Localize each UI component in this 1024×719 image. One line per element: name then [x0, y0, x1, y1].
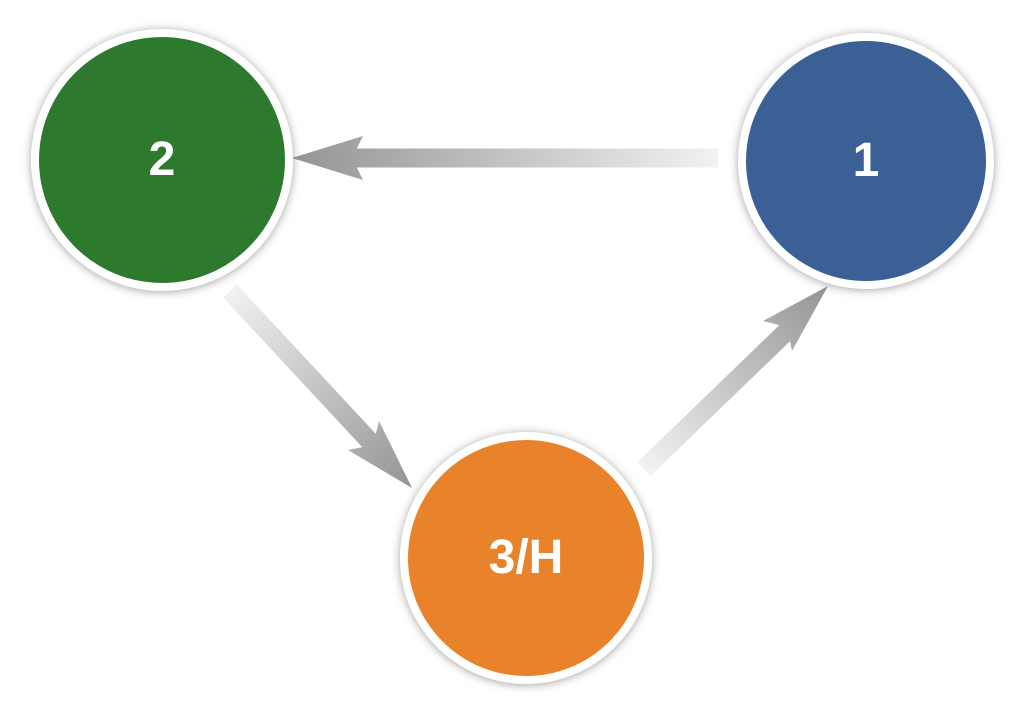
edge-1-to-2 [292, 136, 718, 180]
node-2: 2 [31, 29, 293, 291]
node-3-label: 3/H [488, 531, 564, 584]
node-1-label: 1 [852, 134, 880, 187]
edge-3-to-1-arrowhead-icon [763, 286, 828, 351]
edge-3-to-1-shaft [637, 322, 796, 476]
edge-3-to-1 [637, 286, 828, 476]
edge-1-to-2-arrowhead-icon [292, 136, 363, 180]
edge-1-to-2-shaft [350, 148, 718, 168]
edge-2-to-3-arrowhead-icon [348, 421, 412, 488]
node-1: 1 [738, 33, 994, 289]
edge-2-to-3 [223, 284, 412, 488]
edge-2-to-3-shaft [223, 284, 383, 455]
node-3: 3/H [400, 432, 652, 684]
node-2-label: 2 [148, 133, 176, 186]
